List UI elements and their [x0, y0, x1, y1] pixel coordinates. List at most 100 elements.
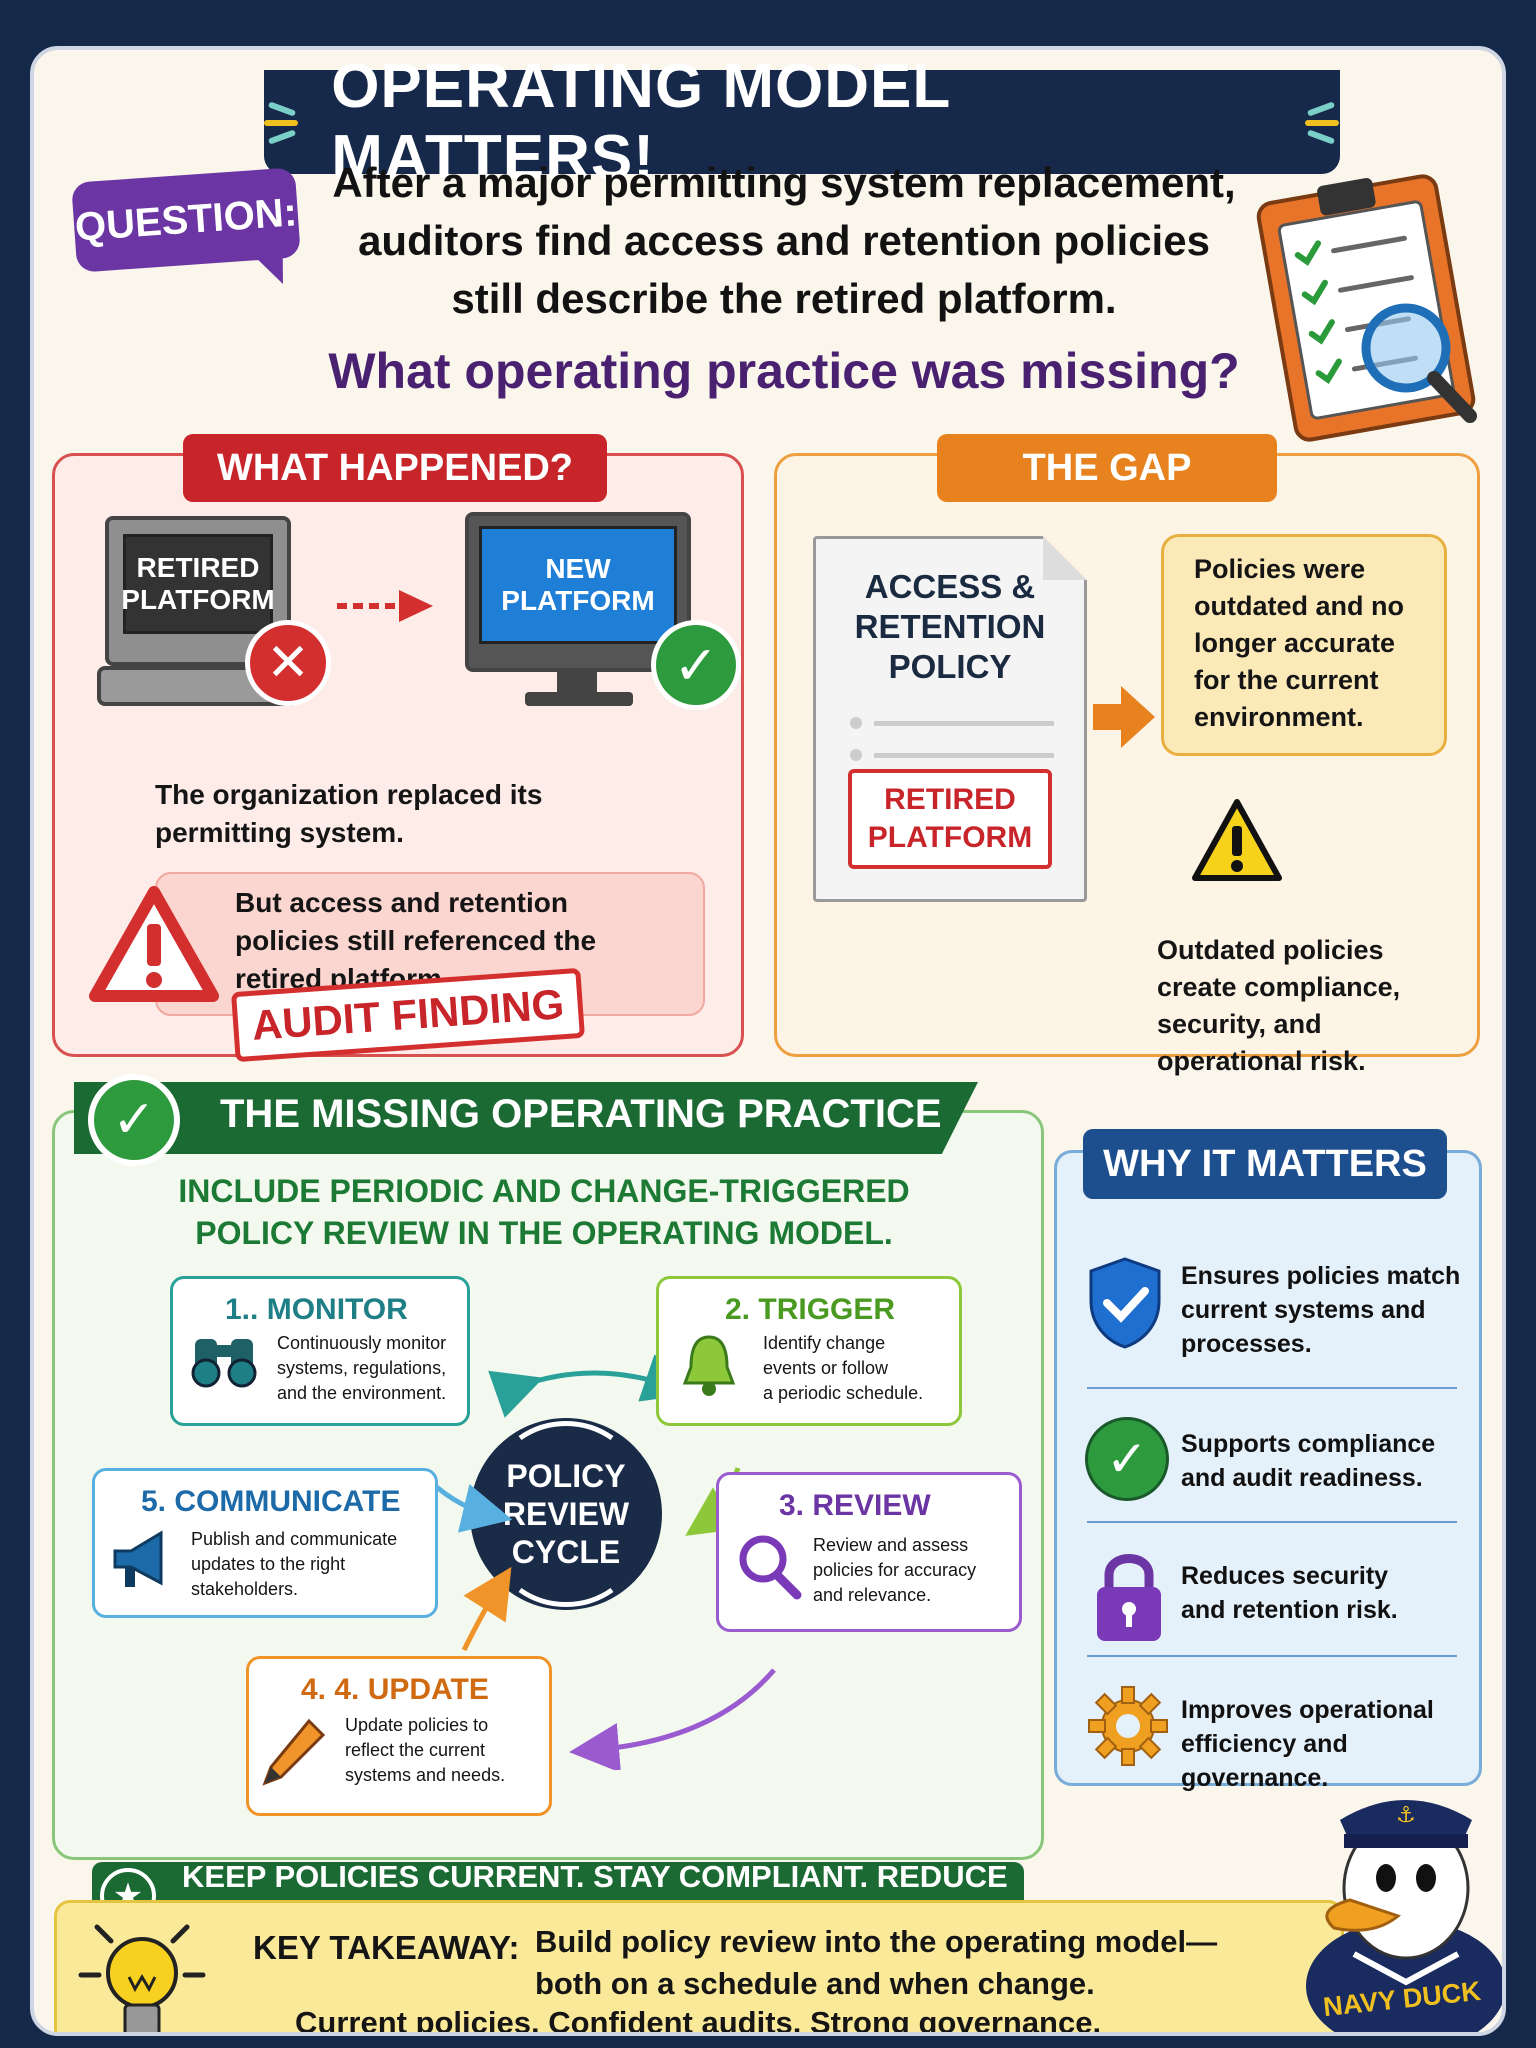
- navy-duck-mascot: ⚓: [1306, 1800, 1502, 2032]
- text-line: PLATFORM: [867, 821, 1033, 854]
- text-line: both on a schedule and when change.: [535, 1966, 1095, 2001]
- text-line: ACCESS &: [864, 568, 1036, 605]
- step-label: COMMUNICATE: [174, 1485, 401, 1518]
- step-title: 3. REVIEW: [779, 1489, 931, 1523]
- why-item-text: Reduces security and retention risk.: [1181, 1559, 1398, 1627]
- why-it-matters-panel: WHY IT MATTERS Ensures policies match cu…: [1054, 1129, 1482, 1792]
- why-item: Reduces security and retention risk.: [1085, 1549, 1465, 1669]
- text-line: a periodic schedule.: [763, 1383, 924, 1403]
- text-line: RETENTION: [854, 608, 1046, 645]
- text-line: Continuously monitor: [277, 1333, 447, 1353]
- text-line: operational risk.: [1157, 1046, 1366, 1076]
- svg-text:⚓: ⚓: [1396, 1802, 1416, 1827]
- question-text: After a major permitting system replacem…: [284, 154, 1284, 328]
- text-line: and relevance.: [813, 1585, 932, 1605]
- text-line: create compliance,: [1157, 972, 1401, 1002]
- policy-review-cycle: POLICY REVIEW CYCLE: [470, 1418, 662, 1610]
- text-line: Identify change: [763, 1333, 886, 1353]
- text-line: events or follow: [763, 1358, 889, 1378]
- warning-triangle-icon: [89, 886, 219, 1002]
- text-line: REVIEW: [502, 1496, 630, 1532]
- pencil-icon: [262, 1718, 326, 1786]
- why-item: Ensures policies match current systems a…: [1085, 1249, 1465, 1369]
- text-line: POLICY REVIEW IN THE OPERATING MODEL.: [195, 1215, 893, 1251]
- step-label: 4. UPDATE: [334, 1673, 489, 1706]
- text-line: environment.: [1194, 702, 1364, 732]
- text-line: Review and assess: [813, 1535, 969, 1555]
- missing-practice-heading-bar: [74, 1082, 978, 1154]
- text-line: security, and: [1157, 1009, 1322, 1039]
- step-description: Publish and communicate updates to the r…: [191, 1527, 437, 1602]
- step-number: 3.: [779, 1489, 805, 1522]
- takeaway-text: Build policy review into the operating m…: [535, 1921, 1217, 2005]
- text-line: stakeholders.: [191, 1579, 299, 1599]
- title-banner: OPERATING MODEL MATTERS!: [264, 52, 1340, 192]
- infographic-frame: OPERATING MODEL MATTERS! QUESTION: After…: [30, 46, 1506, 2036]
- text-line: systems and needs.: [345, 1765, 506, 1785]
- text-line: POLICY: [506, 1458, 626, 1494]
- text-line: Reduces security: [1181, 1562, 1389, 1590]
- step-title: 1.. MONITOR: [225, 1293, 408, 1327]
- takeaway-tagline: Current policies. Confident audits. Stro…: [295, 2005, 1102, 2036]
- checkmark-icon: ✓: [651, 620, 741, 710]
- step-monitor-card: 1.. MONITOR Continuously monitor systems…: [170, 1276, 470, 1426]
- text-line: Outdated policies: [1157, 935, 1384, 965]
- missing-practice-subtitle: INCLUDE PERIODIC AND CHANGE-TRIGGERED PO…: [74, 1170, 1014, 1254]
- arrow-right-icon: [1093, 686, 1155, 748]
- check-circle-icon: ✓: [1085, 1417, 1169, 1501]
- text-line: and the environment.: [277, 1383, 447, 1403]
- step-trigger-card: 2. TRIGGER Identify change events or fol…: [656, 1276, 962, 1426]
- outdated-note-text: Policies were outdated and no longer acc…: [1194, 551, 1444, 736]
- sparkle-right-icon: [1301, 101, 1340, 145]
- page-fold-icon: [1043, 536, 1087, 580]
- why-it-matters-heading: WHY IT MATTERS: [1083, 1129, 1447, 1199]
- what-happened-text: The organization replaced its permitting…: [155, 776, 715, 852]
- step-review-card: 3. REVIEW Review and assess policies for…: [716, 1472, 1022, 1632]
- text-line: POLICY: [888, 648, 1012, 685]
- bell-icon: [682, 1335, 736, 1396]
- checkmark-icon: ✓: [88, 1074, 180, 1166]
- step-description: Update policies to reflect the current s…: [345, 1713, 551, 1788]
- question-line: still describe the retired platform.: [451, 275, 1117, 322]
- missing-practice-heading: THE MISSING OPERATING PRACTICE: [220, 1092, 942, 1136]
- screen-label: PLATFORM: [121, 584, 275, 615]
- text-line: Build policy review into the operating m…: [535, 1924, 1218, 1959]
- screen-label: NEW: [545, 553, 611, 584]
- text-line: But access and retention: [235, 887, 568, 918]
- text-line: Publish and communicate: [191, 1529, 398, 1549]
- step-description: Identify change events or follow a perio…: [763, 1331, 959, 1406]
- text-line: INCLUDE PERIODIC AND CHANGE-TRIGGERED: [178, 1173, 910, 1209]
- step-number: 4.: [301, 1673, 327, 1706]
- megaphone-icon: [113, 1530, 163, 1587]
- why-item: ✓ Supports compliance and audit readines…: [1085, 1417, 1465, 1537]
- divider: [1087, 1655, 1457, 1657]
- caution-icon: [1192, 799, 1282, 881]
- text-line: Update policies to: [345, 1715, 489, 1735]
- step-label: TRIGGER: [758, 1293, 896, 1326]
- step-label: MONITOR: [266, 1293, 408, 1326]
- text-line: Supports compliance: [1181, 1430, 1436, 1458]
- screen-label: PLATFORM: [501, 585, 655, 616]
- text-line: Policies were: [1194, 554, 1366, 584]
- text-line: processes.: [1181, 1330, 1312, 1358]
- question-line: After a major permitting system replacem…: [332, 159, 1236, 206]
- step-title: 5. COMMUNICATE: [141, 1485, 400, 1519]
- question-line: auditors find access and retention polic…: [358, 217, 1210, 264]
- gear-icon: [1088, 1686, 1168, 1766]
- step-description: Review and assess policies for accuracy …: [813, 1533, 1019, 1608]
- the-gap-heading: THE GAP: [937, 434, 1277, 502]
- question-prompt: What operating practice was missing?: [328, 343, 1240, 399]
- divider: [1087, 1521, 1457, 1523]
- text-line: The organization replaced its: [155, 779, 543, 810]
- text-line: permitting system.: [155, 817, 404, 848]
- text-line: policies still referenced the: [235, 925, 597, 956]
- text-line: current systems and: [1181, 1296, 1426, 1324]
- lightbulb-icon: [78, 1924, 206, 2032]
- clipboard-checklist-icon: [1256, 174, 1477, 442]
- outdated-note: Policies were outdated and no longer acc…: [1161, 534, 1447, 756]
- arrow-right-icon: [337, 590, 433, 622]
- sparkle-left-icon: [264, 101, 303, 145]
